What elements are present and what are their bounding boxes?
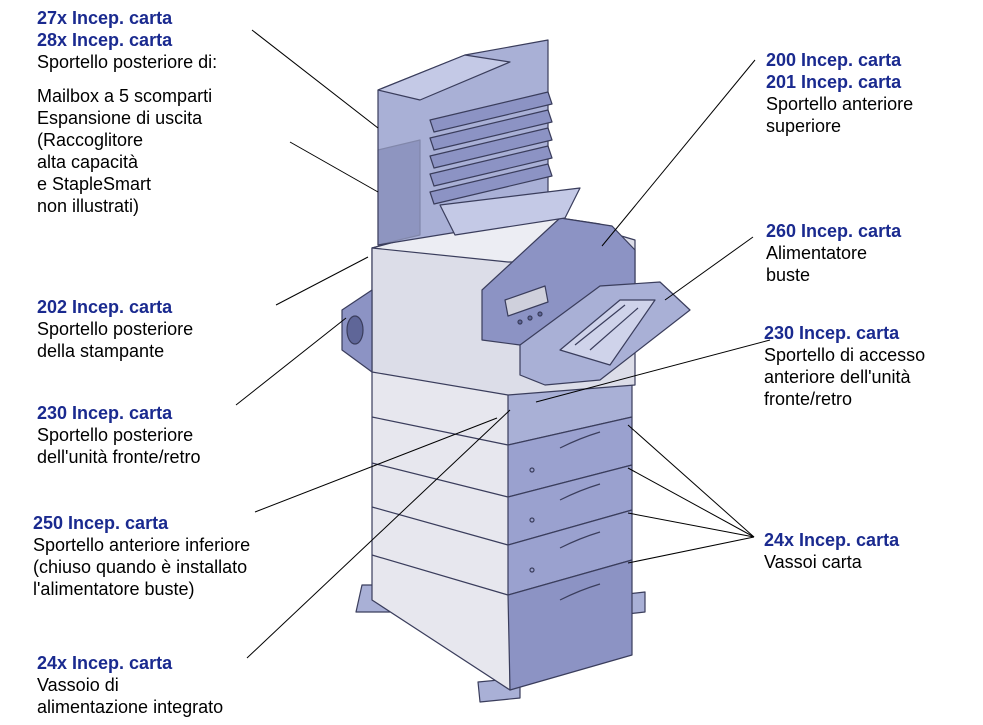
callout-rear-printer: 202 Incep. carta Sportello posteriore de…	[37, 296, 193, 362]
trays-label: Vassoi carta	[764, 552, 862, 572]
callout-duplex-front: 230 Incep. carta Sportello di accesso an…	[764, 322, 925, 410]
code-201: 201 Incep. carta	[766, 72, 902, 92]
code-24x-integrated: 24x Incep. carta	[37, 653, 173, 673]
item-output-expansion: Espansione di uscita	[37, 108, 203, 128]
code-202: 202 Incep. carta	[37, 297, 173, 317]
rear-printer-label-2: della stampante	[37, 341, 165, 361]
envelope-label-1: Alimentatore	[766, 243, 868, 263]
tray-4	[507, 559, 633, 691]
callout-integrated-tray: 24x Incep. carta Vassoio di alimentazion…	[37, 652, 223, 718]
code-27x: 27x Incep. carta	[37, 8, 173, 28]
item-mailbox: Mailbox a 5 scomparti	[37, 86, 213, 106]
duplex-rear-label-2: dell'unità fronte/retro	[37, 447, 201, 467]
item-note-1: (Raccoglitore	[37, 130, 144, 150]
duplex-front-label-2: anteriore dell'unità	[764, 367, 911, 387]
callout-top-left: 27x Incep. carta 28x Incep. carta Sporte…	[37, 7, 217, 217]
lower-front-label-1: Sportello anteriore inferiore	[33, 535, 251, 555]
item-note-2: alta capacità	[37, 152, 139, 172]
code-230-rear: 230 Incep. carta	[37, 403, 173, 423]
callout-top-right: 200 Incep. carta 201 Incep. carta Sporte…	[766, 49, 913, 137]
rear-door-of-label: Sportello posteriore di:	[37, 52, 218, 72]
code-230-front: 230 Incep. carta	[764, 323, 900, 343]
callout-trays: 24x Incep. carta Vassoi carta	[764, 529, 899, 573]
envelope-label-2: buste	[766, 265, 811, 285]
item-note-3: e StapleSmart	[37, 174, 152, 194]
item-note-4: non illustrati)	[37, 196, 140, 216]
callout-duplex-rear: 230 Incep. carta Sportello posteriore de…	[37, 402, 201, 468]
duplex-rear-label-1: Sportello posteriore	[37, 425, 194, 445]
code-200: 200 Incep. carta	[766, 50, 902, 70]
upper-front-door-label-1: Sportello anteriore	[766, 94, 914, 114]
code-250: 250 Incep. carta	[33, 513, 169, 533]
lower-front-label-2: (chiuso quando è installato	[33, 557, 248, 577]
lower-front-label-3: l'alimentatore buste)	[33, 579, 195, 599]
code-260: 260 Incep. carta	[766, 221, 902, 241]
integrated-tray-label-2: alimentazione integrato	[37, 697, 224, 717]
duplex-front-label-1: Sportello di accesso	[764, 345, 926, 365]
callout-lower-front: 250 Incep. carta Sportello anteriore inf…	[33, 512, 250, 600]
upper-front-door-label-2: superiore	[766, 116, 842, 136]
duplex-front-label-3: fronte/retro	[764, 389, 853, 409]
rear-printer-label-1: Sportello posteriore	[37, 319, 194, 339]
callout-envelope-feeder: 260 Incep. carta Alimentatore buste	[766, 220, 901, 286]
code-28x: 28x Incep. carta	[37, 30, 173, 50]
code-24x-trays: 24x Incep. carta	[764, 530, 900, 550]
leader-lines	[235, 29, 771, 659]
integrated-tray-label-1: Vassoio di	[37, 675, 119, 695]
